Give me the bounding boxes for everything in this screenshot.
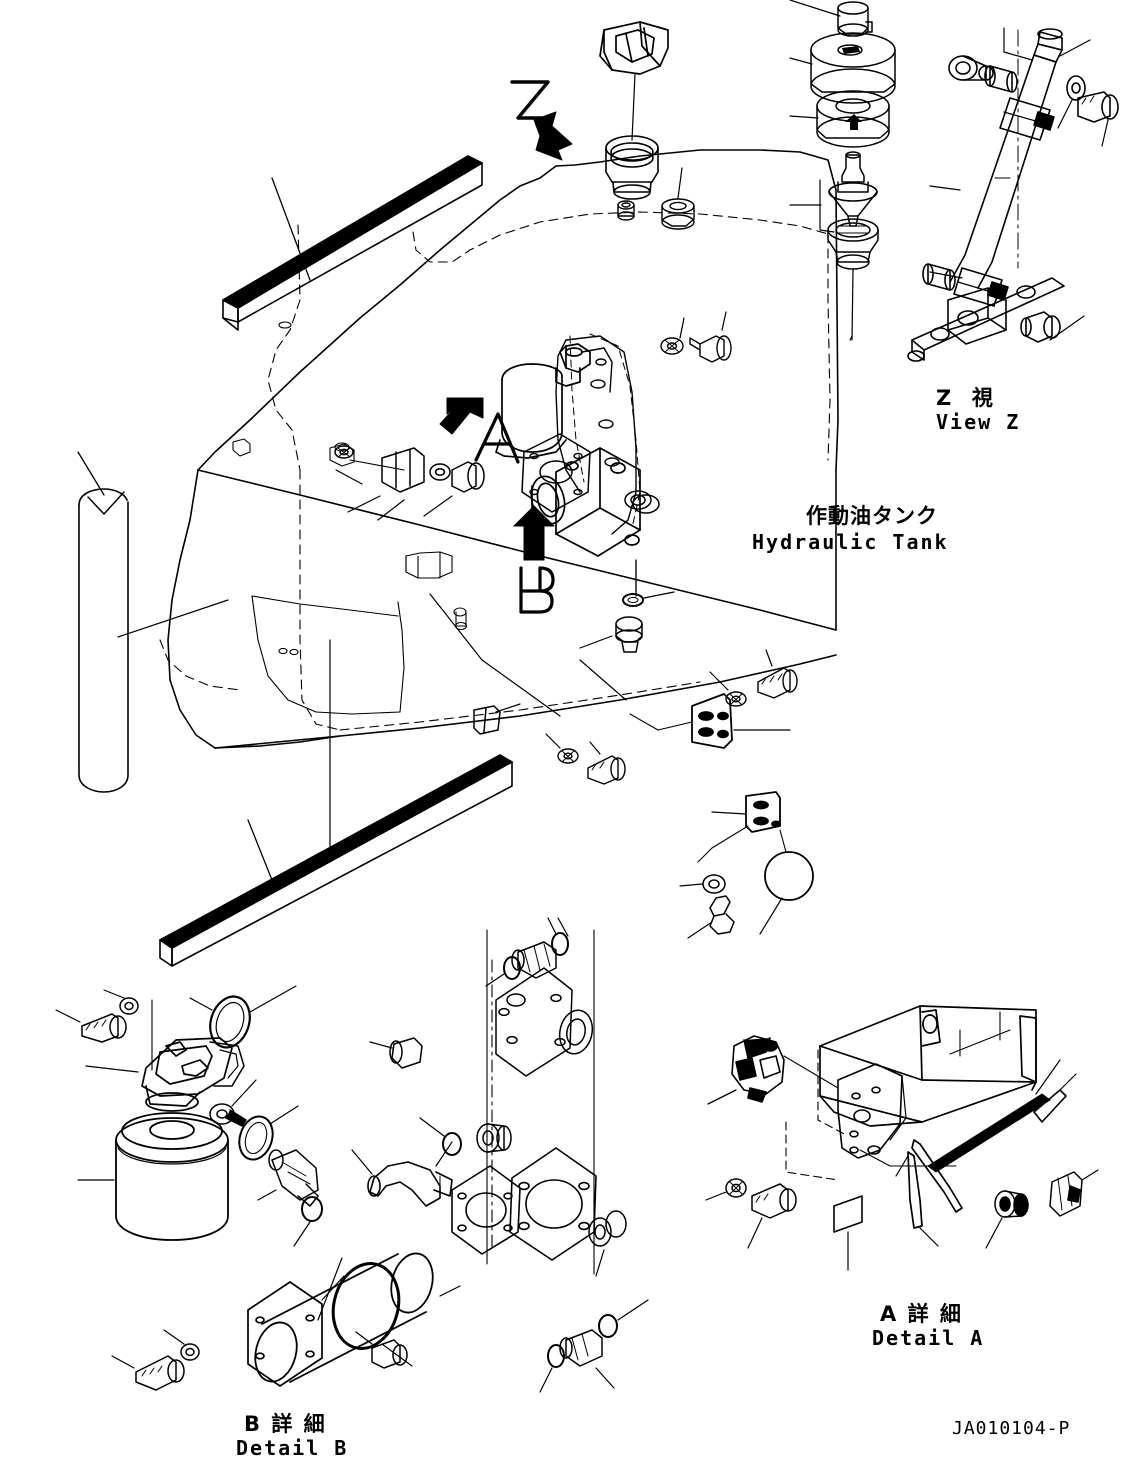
drain-plug <box>615 616 643 653</box>
leader-tube-2 <box>117 599 229 638</box>
mount-arm <box>555 335 637 535</box>
clamp-bracket-upper <box>691 693 733 749</box>
fitting-top-b <box>511 941 557 979</box>
view-z-assembly <box>907 28 1119 362</box>
washer-top <box>660 337 684 355</box>
seal-strip-a <box>927 1093 1051 1173</box>
sleeve-mid-b <box>476 1123 512 1153</box>
tank-lower-plate-details <box>232 294 468 715</box>
filter-cartridge <box>115 1112 229 1241</box>
washer-bracket-upper <box>725 691 747 707</box>
oring-bottom-b <box>547 1344 565 1368</box>
oring-b2 <box>238 1115 274 1161</box>
washer-bracket-lower <box>702 874 726 894</box>
oring-top-b <box>503 956 521 980</box>
label-hydraulic-tank-jp: 作動油タンク <box>806 504 938 528</box>
clamp-bracket-lower <box>745 791 781 833</box>
washer-a1 <box>725 1178 747 1198</box>
drawing-number: JA010104-P <box>952 1418 1071 1439</box>
bolt-bracket-upper <box>757 667 798 699</box>
label-view-z-jp: Z 視 <box>936 386 995 410</box>
washer-b1 <box>119 997 139 1015</box>
bolt-b-bottom2 <box>371 1339 408 1369</box>
label-hydraulic-tank-en: Hydraulic Tank <box>752 530 949 554</box>
clip-a <box>1049 1171 1083 1217</box>
main-view-leaders <box>335 335 853 717</box>
cap-round <box>764 851 814 901</box>
breather-stack <box>789 0 896 341</box>
mount-arm-hidden <box>569 333 641 529</box>
leader-grommet <box>677 167 683 199</box>
oring-mid-b <box>442 1132 462 1156</box>
rod-a2 <box>907 1151 923 1229</box>
filter-bowl-assembly <box>495 343 591 459</box>
nipple-b <box>209 1103 247 1127</box>
leader-rail-upper <box>271 177 311 281</box>
detail-a-assembly <box>705 1005 1099 1271</box>
label-view-z-en: View Z <box>936 410 1021 434</box>
hex-plug-b <box>389 1037 423 1069</box>
small-plug <box>617 200 635 221</box>
flange-plate-b-bottom <box>247 1281 323 1387</box>
side-bracket-cluster <box>334 445 485 493</box>
section-marker-b <box>513 505 555 614</box>
oring-bottom-b2 <box>598 1314 618 1338</box>
shim-plate-a <box>833 1195 863 1233</box>
bolt-mid <box>587 755 626 785</box>
nut-b-right <box>588 1210 627 1247</box>
rod-a1 <box>911 1139 963 1213</box>
leader-rubber-tube <box>77 451 105 496</box>
filler-cap <box>599 21 669 75</box>
tank-hidden-lines <box>159 211 831 731</box>
filter-head-b <box>141 1037 245 1112</box>
screw-top <box>689 335 732 363</box>
leader-filler-cap <box>631 73 636 141</box>
fitting-bottom-b <box>559 1329 603 1367</box>
angle-rail-lower <box>159 754 513 967</box>
label-detail-b-en: Detail B <box>236 1436 349 1460</box>
gasket-lower <box>451 1165 521 1255</box>
filler-neck <box>605 135 659 200</box>
label-detail-a-jp: A 詳 細 <box>880 1302 963 1326</box>
clip-mid <box>473 705 501 735</box>
flange-plate-on-tank <box>521 433 591 513</box>
section-marker-a <box>439 397 520 464</box>
bushing-a <box>994 1190 1029 1218</box>
washer-mid <box>557 748 579 764</box>
bolt-b-bottom <box>135 1355 185 1391</box>
view-z-leaders <box>929 27 1109 341</box>
label-detail-b-jp: B 詳 細 <box>244 1412 327 1436</box>
oring-top-b2 <box>551 932 569 956</box>
section-marker-z <box>510 80 573 161</box>
detail-b-assembly <box>55 917 649 1393</box>
leader-rail-lower <box>247 819 273 881</box>
oring-b1 <box>209 995 251 1049</box>
angle-piece-a <box>1033 1089 1067 1123</box>
oring-b3 <box>301 1196 323 1222</box>
label-detail-a-en: Detail A <box>872 1326 985 1350</box>
oring-small <box>622 593 644 607</box>
bolt-a1 <box>751 1183 797 1219</box>
bolt-bracket-lower <box>709 895 735 935</box>
washer-b-bottom <box>180 1343 200 1361</box>
port-flange-plate-upper <box>495 967 594 1077</box>
pipe-elbow-center <box>367 1161 453 1207</box>
port-boss-right <box>624 490 660 514</box>
grommet-bushing <box>661 198 695 230</box>
rubber-tube <box>78 488 129 793</box>
valve-a <box>731 1035 785 1103</box>
angle-rail-upper <box>222 155 483 331</box>
